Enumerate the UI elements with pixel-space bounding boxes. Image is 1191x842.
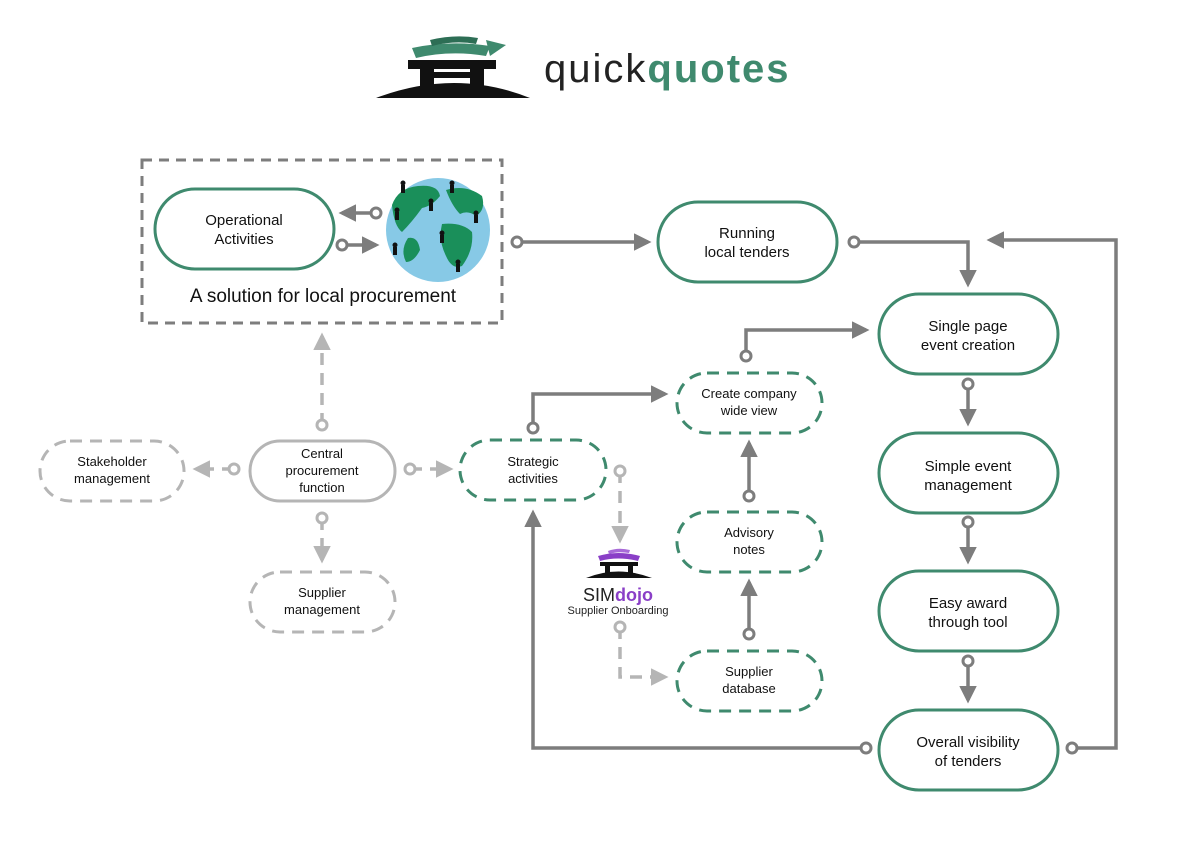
brand-light-text: quick	[544, 47, 647, 91]
node-label: database	[722, 681, 776, 696]
node-simple-event-management[interactable]: Simple event management	[877, 431, 1060, 515]
node-label: management	[74, 471, 150, 486]
connector-central-to-stakeholder	[192, 460, 241, 478]
connector-overall-loop-back	[986, 231, 1118, 755]
connector-operational-to-globe	[335, 236, 380, 254]
node-label: Simple event	[925, 458, 1013, 475]
node-easy-award[interactable]: Easy award through tool	[877, 569, 1060, 653]
node-create-company-wide-view[interactable]: Create company wide view	[675, 371, 824, 435]
globe-icon	[386, 178, 490, 282]
node-label: function	[299, 480, 345, 495]
connector-overall-to-strategic	[524, 509, 873, 755]
node-label: Central	[301, 446, 343, 461]
connector-central-to-region	[313, 332, 331, 432]
node-label: wide view	[720, 403, 778, 418]
connector-supplier-db-to-advisory	[740, 578, 758, 641]
node-stakeholder-management[interactable]: Stakeholder management	[38, 439, 186, 503]
node-label: Supplier	[725, 664, 773, 679]
node-supplier-management[interactable]: Supplier management	[248, 570, 397, 634]
node-label: event creation	[921, 337, 1015, 354]
connector-running-to-single-page	[847, 235, 977, 288]
node-label: of tenders	[935, 753, 1002, 770]
node-operational-activities[interactable]: Operational Activities	[153, 187, 336, 271]
node-label: procurement	[286, 463, 359, 478]
simdojo-subtitle: Supplier Onboarding	[568, 605, 669, 617]
connector-single-to-simple	[959, 377, 977, 427]
node-label: Easy award	[929, 595, 1007, 612]
brand-bold-text: quotes	[647, 47, 790, 91]
local-procurement-region	[140, 158, 504, 325]
node-label: Activities	[214, 231, 273, 248]
simdojo-light-text: SIM	[583, 585, 615, 605]
connector-globe-to-operational	[338, 204, 383, 222]
node-supplier-database[interactable]: Supplier database	[675, 649, 824, 713]
connector-strategic-to-simdojo	[611, 464, 629, 544]
node-label: local tenders	[704, 244, 789, 261]
node-label: Advisory	[724, 525, 774, 540]
connector-region-to-running	[510, 233, 652, 251]
connector-central-to-supplier-management	[313, 511, 331, 564]
node-label: management	[924, 477, 1012, 494]
connector-simdojo-to-supplier-db	[613, 620, 669, 686]
node-label: Create company	[701, 386, 797, 401]
quickquotes-logo-icon	[376, 36, 530, 98]
node-overall-visibility[interactable]: Overall visibility of tenders	[877, 708, 1060, 792]
node-label: Single page	[928, 318, 1007, 335]
connector-create-company-to-single-page	[739, 321, 870, 363]
connector-easy-to-overall	[959, 654, 977, 704]
node-label: Supplier	[298, 585, 346, 600]
node-label: Running	[719, 225, 775, 242]
node-label: activities	[508, 471, 558, 486]
node-label: Stakeholder	[77, 454, 147, 469]
connector-advisory-to-create-company	[740, 439, 758, 503]
node-single-page-event-creation[interactable]: Single page event creation	[877, 292, 1060, 376]
simdojo-bold-text: dojo	[615, 585, 653, 605]
region-caption: A solution for local procurement	[190, 286, 457, 307]
node-label: management	[284, 602, 360, 617]
node-strategic-activities[interactable]: Strategic activities	[458, 438, 608, 502]
simdojo-wordmark: SIMdojo	[583, 585, 653, 605]
node-label: Overall visibility	[916, 734, 1020, 751]
connector-central-to-strategic	[403, 460, 454, 478]
node-central-procurement-function[interactable]: Central procurement function	[248, 439, 397, 503]
simdojo-logo-icon	[586, 548, 652, 578]
node-advisory-notes[interactable]: Advisory notes	[675, 510, 824, 574]
node-running-local-tenders[interactable]: Running local tenders	[656, 200, 839, 284]
node-label: Operational	[205, 212, 283, 229]
brand-wordmark: quickquotes	[544, 47, 791, 91]
connector-strategic-to-create-company	[526, 385, 669, 435]
node-label: notes	[733, 542, 765, 557]
node-label: through tool	[928, 614, 1007, 631]
node-label: Strategic	[507, 454, 559, 469]
connector-simple-to-easy	[959, 515, 977, 565]
